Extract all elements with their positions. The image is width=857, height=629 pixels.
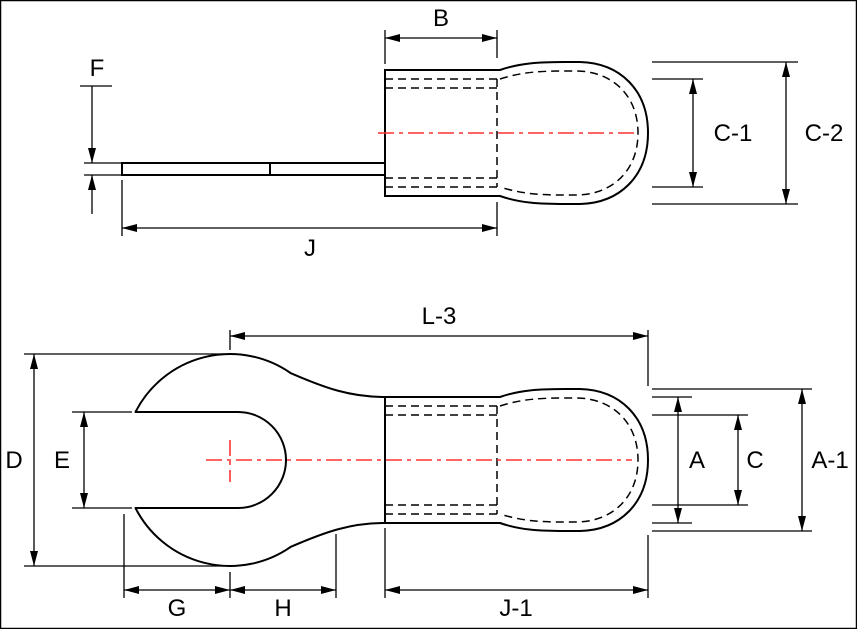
dim-C1-label: C-1	[714, 120, 753, 147]
side-view-sleeve-outline	[384, 61, 649, 205]
side-view-hidden-barrel-lines	[385, 78, 498, 188]
plan-view: L-3 D E A C A-1 G	[5, 303, 848, 622]
dim-J1-extension-lines	[384, 528, 649, 598]
dim-F-extension-lines	[80, 85, 122, 176]
dim-A-extension-lines	[652, 396, 692, 524]
plan-view-centerlines	[206, 440, 632, 482]
dim-F-label: F	[90, 55, 105, 82]
dim-A-label: A	[689, 447, 705, 474]
dim-C-label: C	[746, 447, 763, 474]
side-view: B F C-1 C-2 J	[80, 5, 843, 262]
plan-view-hidden-barrel-lines	[385, 405, 498, 515]
dim-G-label: G	[168, 595, 187, 622]
dim-L3-label: L-3	[422, 303, 457, 330]
dim-J-label: J	[304, 235, 316, 262]
dim-B-label: B	[433, 5, 449, 32]
dim-J1-label: J-1	[499, 595, 532, 622]
dim-H-label: H	[274, 595, 291, 622]
dim-E-extension-lines	[72, 411, 132, 509]
dim-C2-extension-lines	[652, 61, 798, 205]
dim-C1-extension-lines	[652, 78, 703, 188]
dim-E-label: E	[54, 447, 70, 474]
dim-C2-label: C-2	[805, 120, 844, 147]
side-view-tongue-outline	[121, 162, 386, 176]
dim-D-label: D	[5, 447, 22, 474]
dim-A1-label: A-1	[811, 447, 848, 474]
dim-A1-extension-lines	[652, 388, 812, 532]
side-view-hidden-bulge-contour	[499, 70, 639, 196]
dim-C-extension-lines	[652, 414, 748, 506]
dim-B-extension-lines	[384, 30, 498, 64]
plan-view-hidden-bulge-contour	[499, 397, 639, 523]
